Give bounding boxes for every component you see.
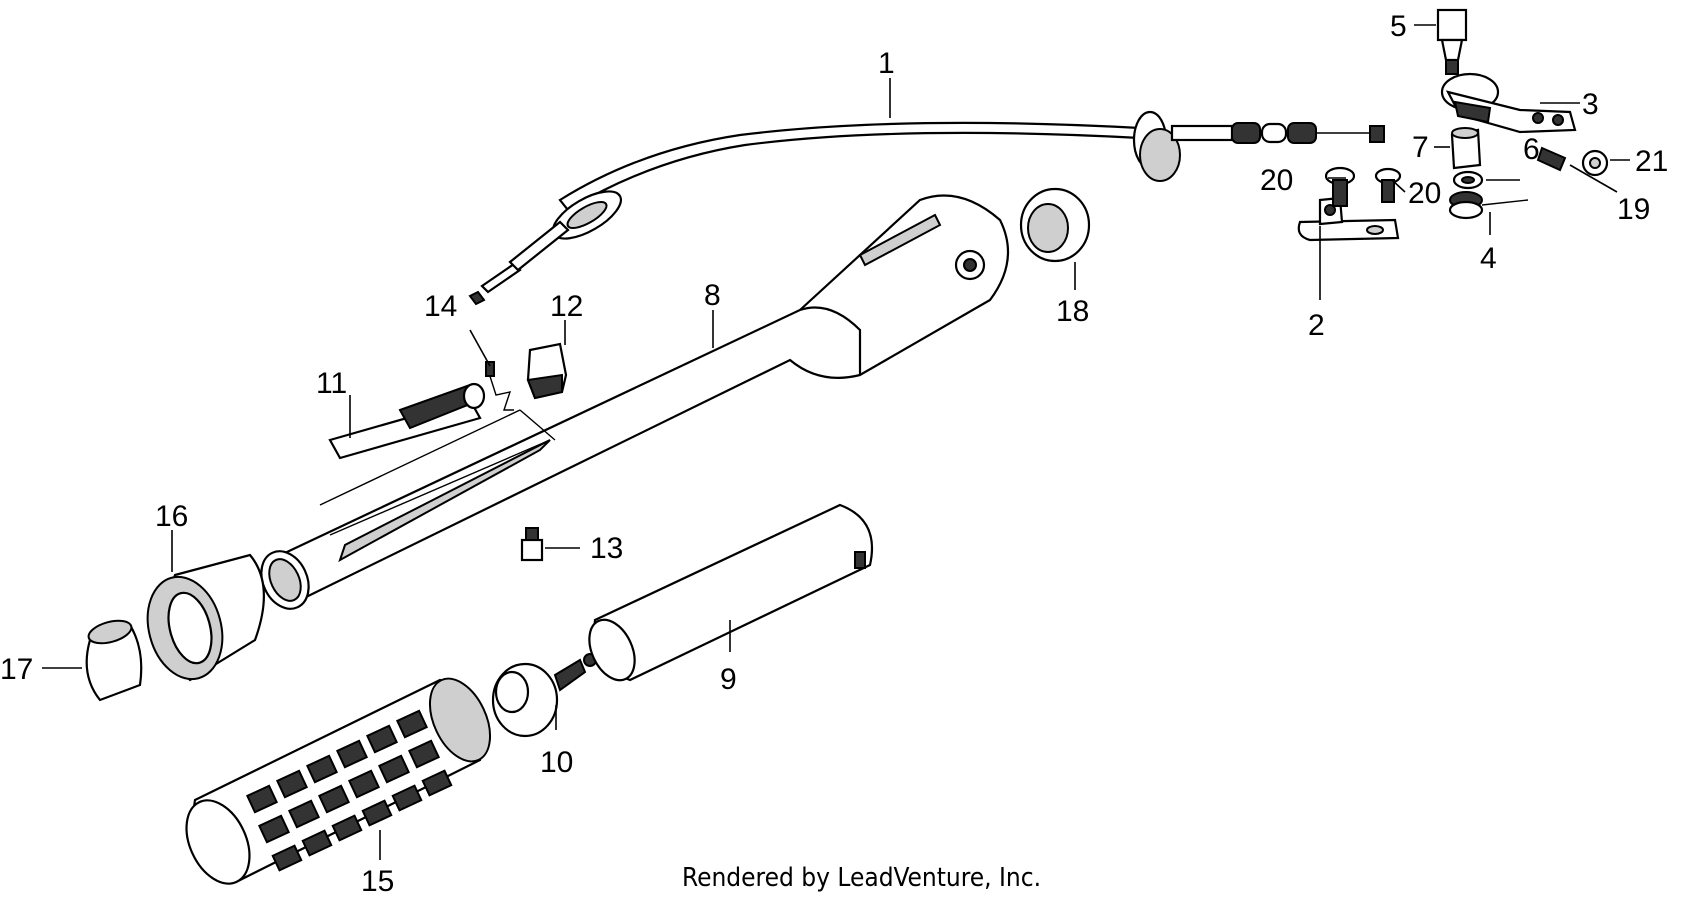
label-9: 9 xyxy=(720,663,737,696)
part-5-bolt xyxy=(1436,8,1468,75)
part-number-labels: 1 2 3 4 5 6 7 8 9 10 11 12 13 14 15 16 1… xyxy=(0,10,1668,898)
credit-text: Rendered by LeadVenture, Inc. xyxy=(682,863,1041,893)
label-4: 4 xyxy=(1480,242,1497,275)
part-15-grip xyxy=(185,677,492,885)
part-1-throttle-cable xyxy=(468,110,1385,306)
part-7-collar xyxy=(1450,127,1482,170)
label-17: 17 xyxy=(0,653,33,686)
label-7: 7 xyxy=(1412,131,1429,164)
label-3: 3 xyxy=(1582,88,1599,121)
part-18-collar xyxy=(1019,187,1091,263)
part-3-arm xyxy=(1440,72,1577,134)
label-14: 14 xyxy=(424,290,457,323)
part-12-block xyxy=(526,342,568,400)
part-8-throttle-housing xyxy=(260,194,1010,610)
label-20-a: 20 xyxy=(1260,164,1293,197)
leader-lines xyxy=(42,24,1630,860)
label-11: 11 xyxy=(316,367,347,400)
label-19: 19 xyxy=(1617,193,1650,226)
part-9-sleeve xyxy=(588,503,874,682)
label-21: 21 xyxy=(1635,145,1668,178)
part-10-knob xyxy=(491,653,597,738)
label-15: 15 xyxy=(361,865,394,898)
part-20-bolt-a xyxy=(1324,166,1356,207)
part-11-lever xyxy=(328,382,486,460)
part-4-spring xyxy=(1448,191,1529,220)
label-5: 5 xyxy=(1390,10,1407,43)
label-12: 12 xyxy=(550,290,583,323)
label-10: 10 xyxy=(540,746,573,779)
part-21-nut xyxy=(1581,149,1609,177)
label-1: 1 xyxy=(878,47,895,80)
label-20-b: 20 xyxy=(1408,177,1441,210)
label-16: 16 xyxy=(155,500,188,533)
part-17-cap xyxy=(85,619,143,702)
part-2-bracket xyxy=(1297,196,1400,242)
label-13: 13 xyxy=(590,532,623,565)
label-8: 8 xyxy=(704,279,721,312)
label-2: 2 xyxy=(1308,309,1325,342)
part-19-set-screw xyxy=(1536,146,1567,172)
label-6: 6 xyxy=(1523,133,1540,166)
part-20-bolt-b xyxy=(1374,167,1402,203)
part-16-end-cap xyxy=(146,553,265,682)
part-6-washer xyxy=(1452,170,1484,190)
part-13-screw xyxy=(520,527,544,562)
part-14-spring xyxy=(485,361,514,411)
label-18: 18 xyxy=(1056,295,1089,328)
